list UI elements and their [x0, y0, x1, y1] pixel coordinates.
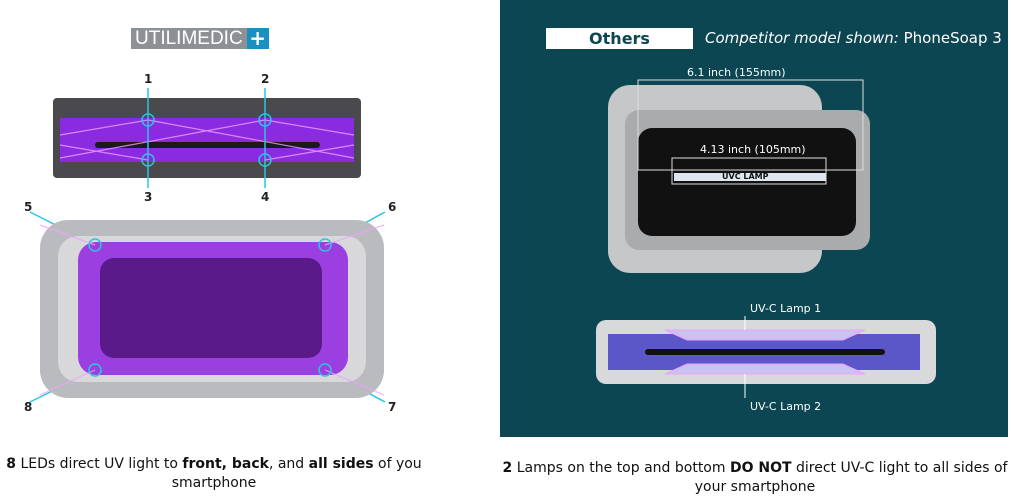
inner-dimension-label: 4.13 inch (105mm) — [700, 143, 806, 156]
others-badge: Others — [546, 28, 693, 49]
competitor-label: Competitor model shown: PhoneSoap 3 — [705, 29, 1002, 47]
led-number: 4 — [261, 190, 270, 204]
uvc-lamp-label: UVC LAMP — [722, 172, 769, 181]
plus-icon: + — [246, 28, 269, 49]
lamp2-label: UV-C Lamp 2 — [750, 400, 822, 413]
led-number: 7 — [388, 400, 397, 414]
utilimedic-caption: 8 LEDs direct UV light to front, back, a… — [6, 456, 422, 491]
phone-slot — [95, 142, 320, 148]
led-number: 8 — [24, 400, 33, 414]
uv-chamber — [60, 118, 354, 162]
utilimedic-device-illustration — [29, 88, 386, 403]
led-number: 2 — [261, 72, 270, 86]
outer-dimension-label: 6.1 inch (155mm) — [687, 66, 786, 79]
competitor-device-illustration — [596, 79, 936, 398]
led-number: 3 — [144, 190, 153, 204]
utilimedic-panel: UTILIMEDIC + 1 — [0, 0, 450, 503]
led-number: 5 — [24, 200, 33, 214]
utilimedic-logo: UTILIMEDIC + — [131, 28, 269, 49]
lamp1-label: UV-C Lamp 1 — [750, 302, 822, 315]
logo-text: UTILIMEDIC — [131, 28, 247, 49]
competitor-panel: Others Competitor model shown: PhoneSoap… — [500, 0, 1008, 437]
led-number: 6 — [388, 200, 397, 214]
competitor-caption: 2 Lamps on the top and bottom DO NOT dir… — [502, 460, 1008, 495]
led-number: 1 — [144, 72, 153, 86]
